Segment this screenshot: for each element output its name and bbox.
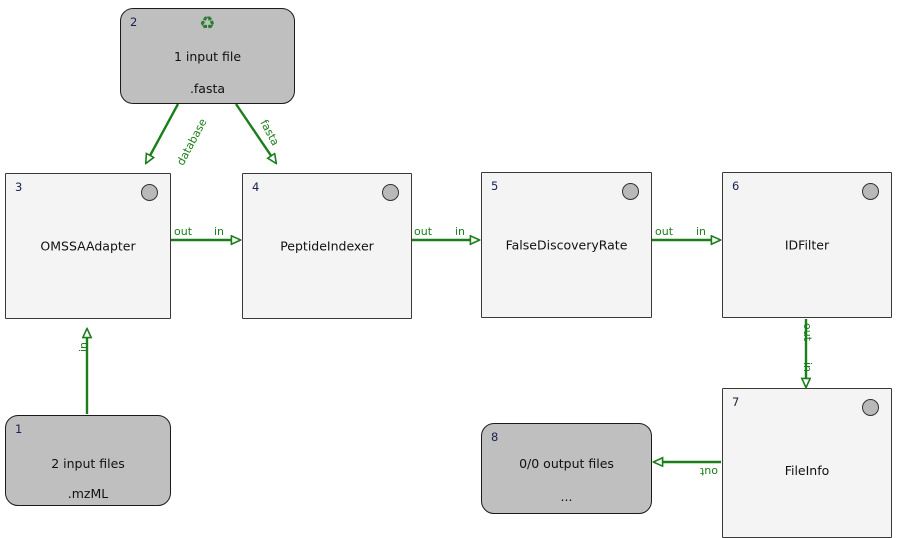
edge-label-out-7-8: out (699, 465, 718, 478)
node-line2: .mzML (67, 486, 109, 501)
node-index: 1 (15, 422, 23, 436)
edge-label-out-6-7: out (801, 323, 814, 342)
node-tool-idfilter[interactable]: 6 IDFilter (722, 172, 892, 318)
node-title: IDFilter (784, 237, 830, 253)
node-index: 5 (491, 179, 499, 193)
node-index: 6 (732, 179, 740, 193)
node-index: 3 (15, 180, 23, 194)
node-index: 7 (732, 395, 740, 409)
recycle-icon: ♻ (199, 13, 216, 34)
status-circle-icon (862, 399, 879, 416)
edge-label-fasta: fasta (257, 117, 282, 148)
status-circle-icon (622, 183, 639, 200)
node-tool-omssaadapter[interactable]: 3 OMSSAAdapter (5, 173, 171, 319)
node-line2: .fasta (189, 81, 226, 96)
node-index: 2 (130, 15, 138, 29)
edge-label-out-4-5: out (414, 225, 433, 238)
node-input-mzml[interactable]: 1 2 input files .mzML (5, 415, 171, 506)
node-title: PeptideIndexer (280, 238, 374, 254)
node-tool-falsediscoveryrate[interactable]: 5 FalseDiscoveryRate (481, 172, 652, 318)
edge-label-in-1-3: in (77, 341, 90, 352)
node-index: 8 (491, 430, 499, 444)
edge-label-in-3-4: in (214, 225, 225, 238)
node-line1: 0/0 output files (519, 456, 614, 471)
edge-label-out-3-4: out (174, 225, 193, 238)
node-output-files[interactable]: 8 0/0 output files ... (481, 423, 652, 514)
node-line1: 1 input file (173, 49, 242, 64)
node-tool-fileinfo[interactable]: 7 FileInfo (722, 388, 892, 538)
edge-label-in-4-5: in (455, 225, 466, 238)
edge-2-3 (146, 103, 180, 163)
node-title: FalseDiscoveryRate (505, 237, 628, 253)
edge-label-in-5-6: in (696, 225, 707, 238)
edge-label-out-5-6: out (655, 225, 674, 238)
edge-label-in-6-7: in (801, 362, 814, 373)
node-line2: ... (560, 489, 573, 504)
status-circle-icon (382, 184, 399, 201)
node-input-fasta[interactable]: 2 ♻ 1 input file .fasta (120, 8, 295, 104)
node-tool-peptideindexer[interactable]: 4 PeptideIndexer (242, 173, 412, 319)
node-line1: 2 input files (51, 456, 125, 471)
node-index: 4 (252, 180, 260, 194)
status-circle-icon (862, 183, 879, 200)
status-circle-icon (141, 184, 158, 201)
edge-label-database: database (174, 116, 210, 168)
node-title: OMSSAAdapter (40, 238, 136, 254)
node-title: FileInfo (784, 463, 830, 478)
